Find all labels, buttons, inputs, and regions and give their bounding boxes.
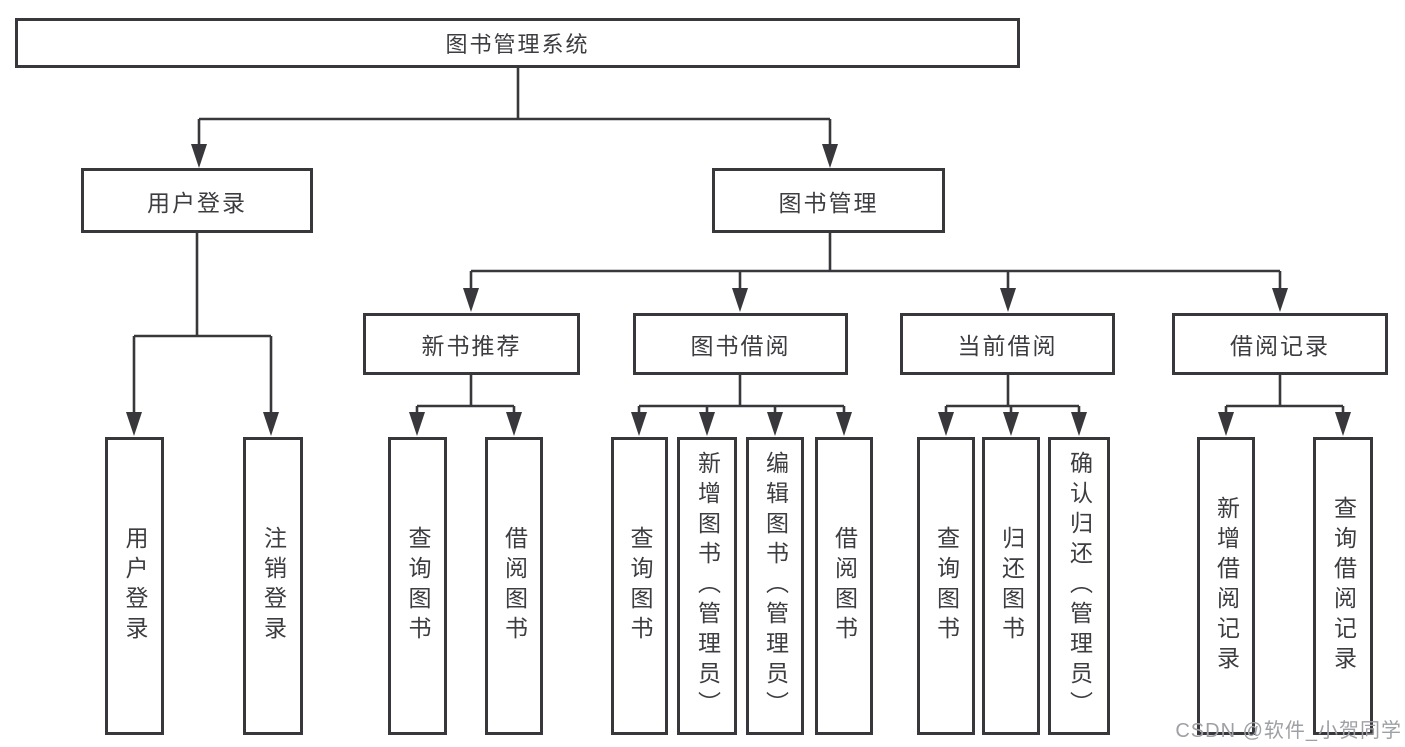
leaf-user-login: 用户登录 — [105, 437, 164, 735]
leaf-confirm-return-admin-label: 确认归还（管理员） — [1066, 451, 1093, 721]
leaf-borrow-books-label: 借阅图书 — [831, 526, 858, 646]
node-current-borrow-label: 当前借阅 — [957, 333, 1058, 359]
leaf-query-books-current-label: 查询图书 — [933, 526, 960, 646]
connector-user-login-children — [126, 233, 279, 436]
leaf-query-borrow-record-label: 查询借阅记录 — [1330, 496, 1357, 676]
leaf-return-books-label: 归还图书 — [998, 526, 1025, 646]
leaf-query-books-current: 查询图书 — [917, 437, 975, 735]
node-book-management-label: 图书管理 — [778, 189, 879, 216]
leaf-edit-books-admin: 编辑图书（管理员） — [746, 437, 804, 735]
connector-book-borrow-children — [631, 375, 852, 436]
leaf-edit-books-admin-label: 编辑图书（管理员） — [762, 451, 789, 721]
connector-borrow-records-children — [1218, 375, 1351, 436]
leaf-add-borrow-record-label: 新增借阅记录 — [1213, 496, 1240, 676]
node-book-borrow-label: 图书借阅 — [690, 333, 791, 359]
node-root: 图书管理系统 — [15, 18, 1020, 68]
leaf-query-books-recommend-label: 查询图书 — [405, 526, 431, 646]
leaf-logout-label: 注销登录 — [260, 526, 287, 646]
leaf-user-login-label: 用户登录 — [122, 526, 148, 646]
leaf-logout: 注销登录 — [243, 437, 303, 735]
node-book-management: 图书管理 — [712, 168, 945, 233]
csdn-watermark: CSDN @软件_小贺同学 — [1175, 720, 1402, 742]
leaf-query-books-recommend: 查询图书 — [388, 437, 447, 735]
connector-current-borrow-children — [938, 375, 1087, 436]
node-user-login-label: 用户登录 — [147, 189, 247, 216]
node-new-book-recommend: 新书推荐 — [363, 313, 580, 375]
leaf-query-books-borrow: 查询图书 — [611, 437, 668, 735]
leaf-query-books-borrow-label: 查询图书 — [627, 526, 653, 646]
leaf-add-books-admin-label: 新增图书（管理员） — [694, 451, 721, 721]
node-book-borrow: 图书借阅 — [633, 313, 848, 375]
node-new-book-recommend-label: 新书推荐 — [421, 333, 522, 359]
node-borrow-records: 借阅记录 — [1172, 313, 1388, 375]
node-user-login: 用户登录 — [81, 168, 313, 233]
leaf-borrow-books: 借阅图书 — [815, 437, 873, 735]
leaf-confirm-return-admin: 确认归还（管理员） — [1048, 437, 1110, 735]
connector-new-book-children — [409, 375, 522, 436]
leaf-add-books-admin: 新增图书（管理员） — [677, 437, 737, 735]
connector-book-management-children — [463, 233, 1288, 312]
node-borrow-records-label: 借阅记录 — [1230, 333, 1330, 359]
leaf-query-borrow-record: 查询借阅记录 — [1313, 437, 1373, 735]
leaf-borrow-books-recommend: 借阅图书 — [485, 437, 543, 735]
leaf-borrow-books-recommend-label: 借阅图书 — [501, 526, 528, 646]
node-root-label: 图书管理系统 — [445, 32, 590, 57]
leaf-add-borrow-record: 新增借阅记录 — [1197, 437, 1255, 735]
leaf-return-books: 归还图书 — [982, 437, 1040, 735]
node-current-borrow: 当前借阅 — [900, 313, 1115, 375]
connector-root-to-level2 — [191, 68, 838, 168]
